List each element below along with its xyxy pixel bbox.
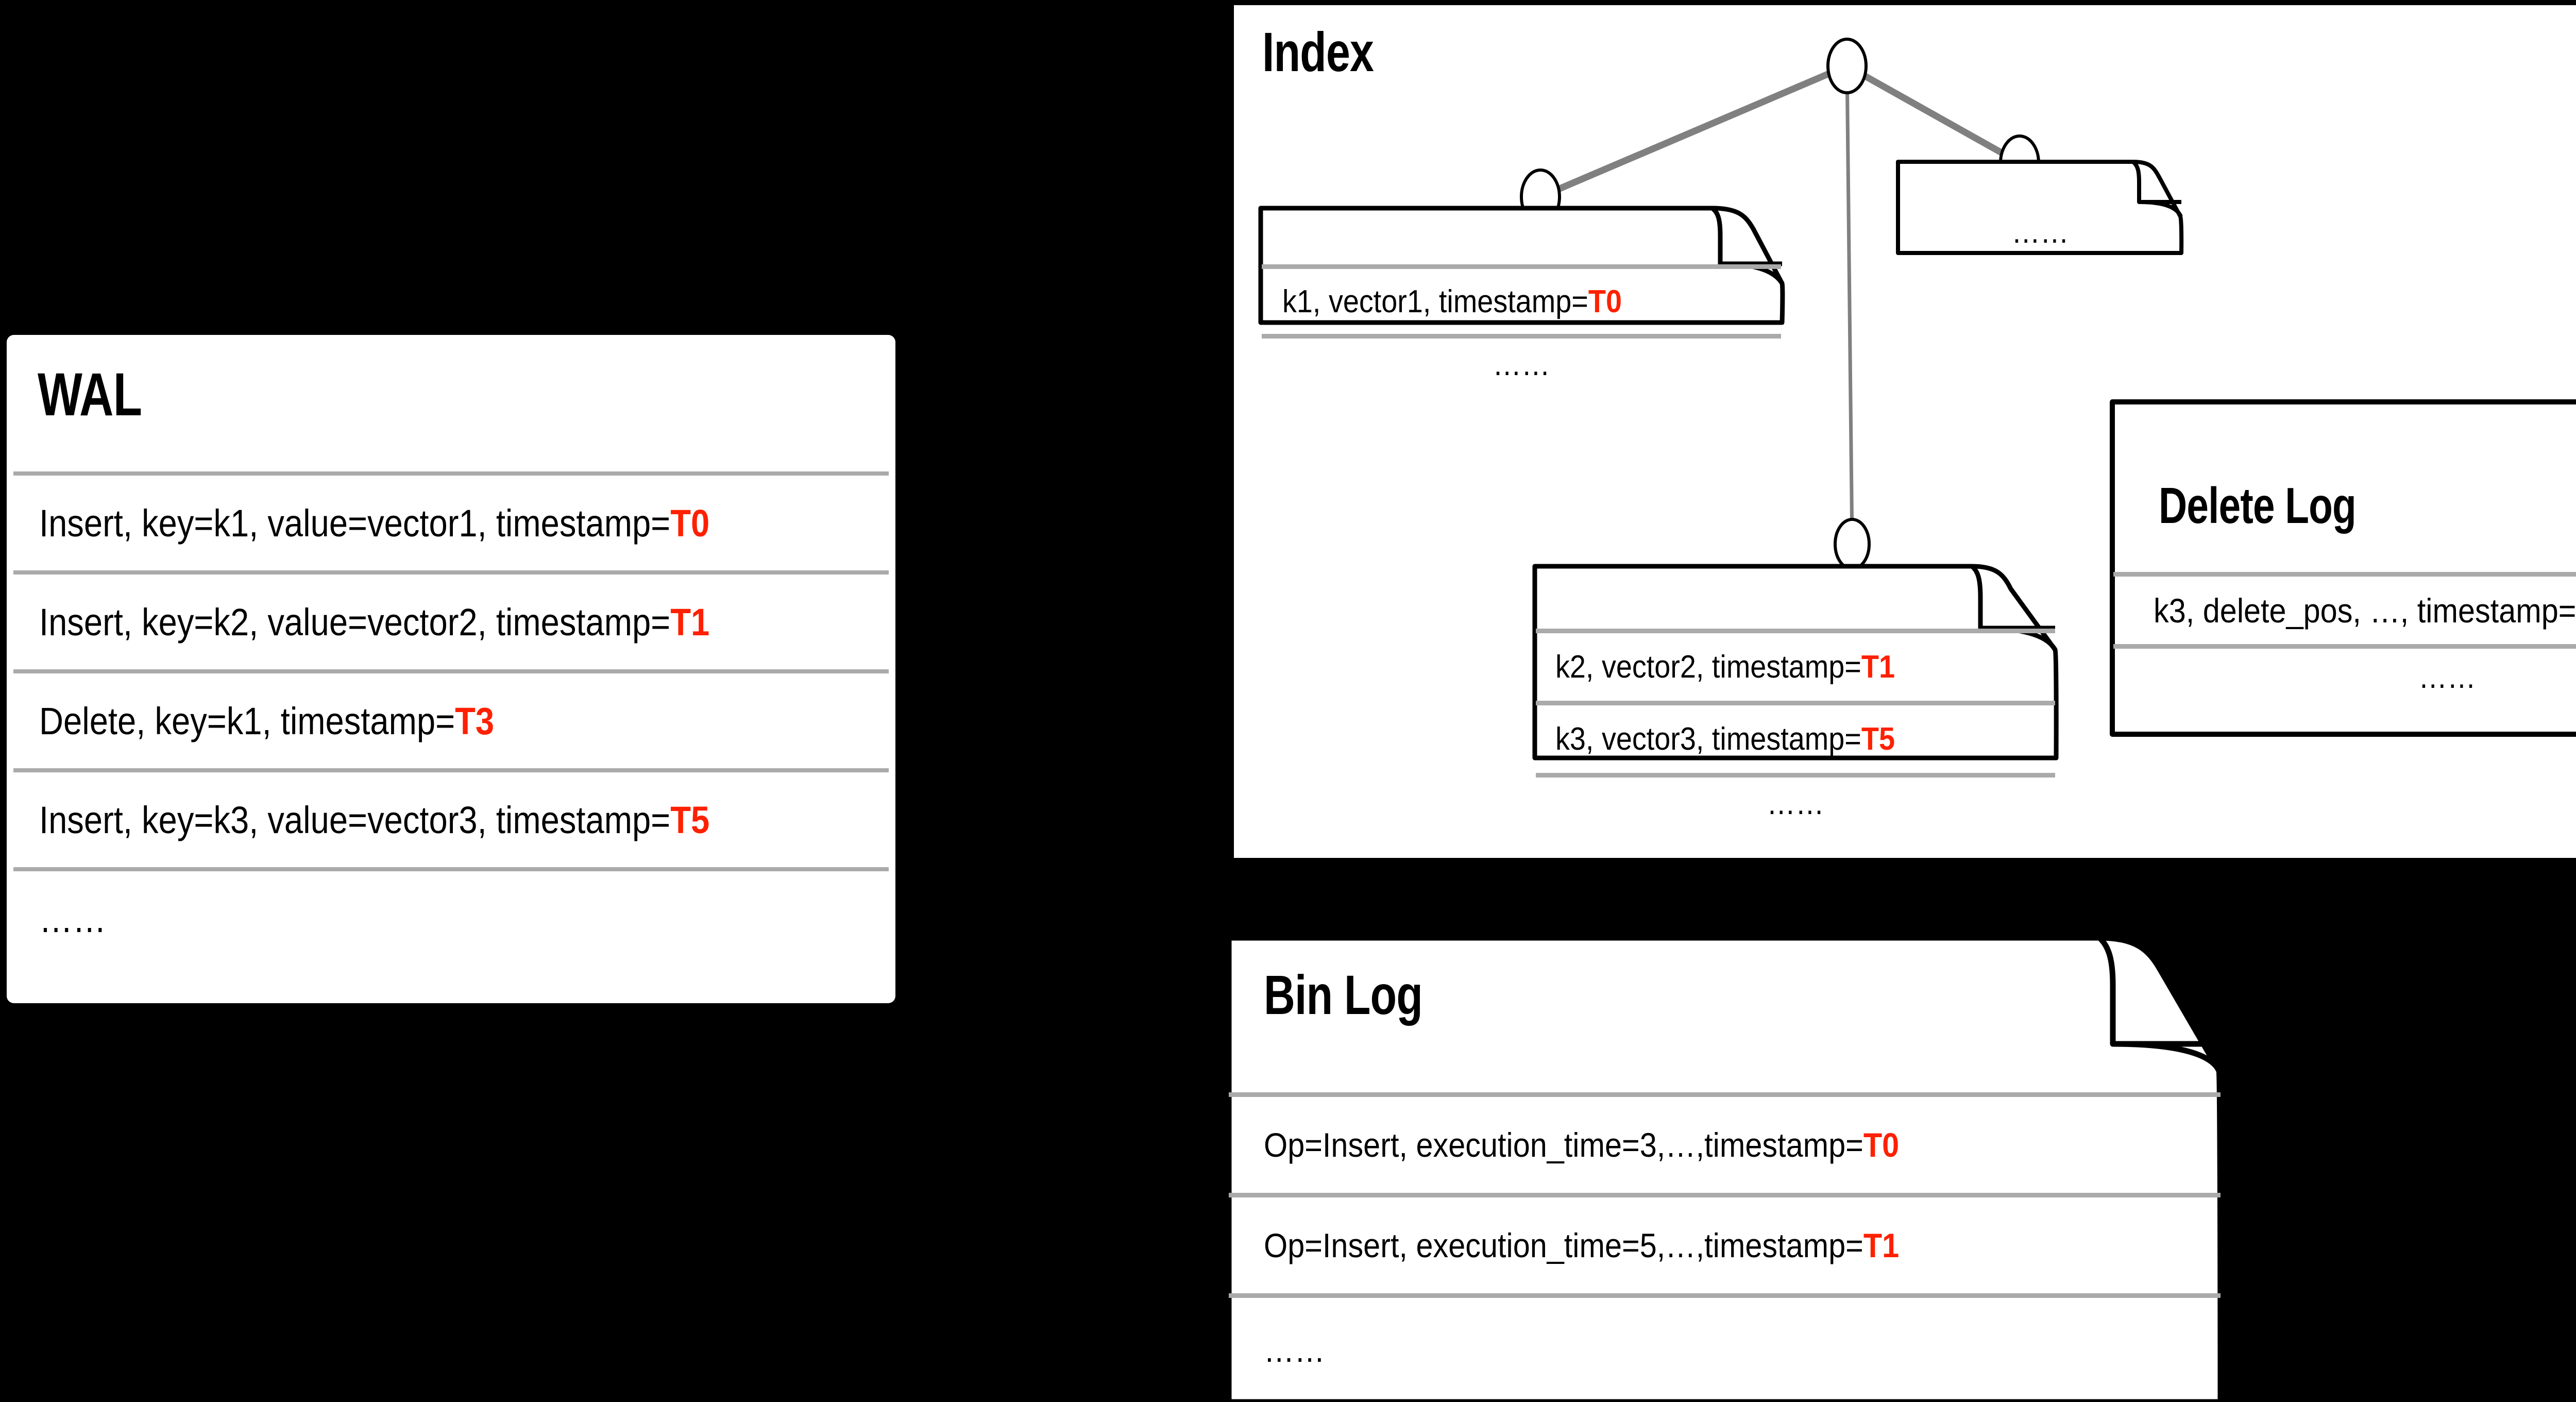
wal-row: Insert, key=k2, value=vector2, timestamp… — [13, 570, 889, 669]
wal-panel: WAL Insert, key=k1, value=vector1, times… — [7, 335, 895, 1003]
index-leaf-card-left: k1, vector1, timestamp=T0 …… — [1258, 206, 1785, 382]
index-leaf-row-text: k1, vector1, timestamp= — [1282, 283, 1588, 319]
wal-row-timestamp: T0 — [670, 501, 710, 545]
tree-node-root[interactable] — [1826, 38, 1868, 94]
delete-log-card: Delete Log k3, delete_pos, …, timestamp=… — [2110, 399, 2576, 737]
index-leaf-row-text: …… — [1767, 786, 1824, 821]
index-leaf-row: k1, vector1, timestamp=T0 — [1262, 264, 1781, 334]
tree-edge-root-left — [1539, 63, 1849, 200]
wal-row-text: …… — [39, 897, 107, 940]
index-leaf-row-text: k2, vector2, timestamp= — [1555, 649, 1861, 685]
wal-title: WAL — [38, 361, 142, 429]
bin-log-row: Op=Insert, execution_time=5,…,timestamp=… — [1229, 1193, 2221, 1293]
tree-node-child-bottom[interactable] — [1834, 518, 1871, 570]
wal-row-timestamp: T1 — [670, 600, 710, 644]
index-leaf-row-text: …… — [2011, 214, 2069, 250]
bin-log-row-text: Op=Insert, execution_time=3,…,timestamp= — [1264, 1126, 1863, 1164]
document-shape — [1532, 564, 2059, 761]
document-shape — [1226, 935, 2224, 1402]
document-shape — [1896, 160, 2184, 255]
bin-log-row-text: Op=Insert, execution_time=5,…,timestamp= — [1264, 1226, 1863, 1264]
document-shape — [2110, 399, 2576, 737]
index-leaf-row-timestamp: T5 — [1861, 721, 1895, 757]
index-title: Index — [1262, 21, 1374, 83]
index-leaf-row: k3, vector3, timestamp=T5 — [1536, 701, 2055, 773]
bin-log-title: Bin Log — [1264, 964, 1423, 1026]
bin-log-row-timestamp: T1 — [1863, 1226, 1900, 1264]
index-leaf-row-timestamp: T1 — [1861, 649, 1895, 685]
index-leaf-row-timestamp: T0 — [1588, 283, 1622, 319]
wal-row: Insert, key=k3, value=vector3, timestamp… — [13, 768, 889, 867]
index-leaf-card-right: …… — [1896, 160, 2184, 255]
delete-log-row-text: k3, delete_pos, …, timestamp= — [2154, 591, 2576, 630]
tree-edge-root-right — [1845, 63, 2022, 166]
bin-log-row: Op=Insert, execution_time=3,…,timestamp=… — [1229, 1092, 2221, 1193]
wal-row-timestamp: T3 — [455, 699, 495, 742]
index-leaf-row: …… — [1536, 773, 2055, 830]
tree-edge-root-bottom — [1845, 65, 1854, 545]
wal-row: …… — [13, 867, 889, 966]
index-panel: Index k1, vector1, timestamp=T0 …… — [1234, 5, 2576, 858]
bin-log-row-timestamp: T0 — [1863, 1126, 1900, 1164]
wal-row-timestamp: T5 — [670, 798, 710, 841]
index-leaf-row: …… — [1262, 334, 1781, 391]
bin-log-row-text: …… — [1264, 1331, 1325, 1369]
index-leaf-card-bottom: k2, vector2, timestamp=T1 k3, vector3, t… — [1532, 564, 2059, 821]
index-leaf-row-text: k3, vector3, timestamp= — [1555, 721, 1861, 757]
wal-row-text: Insert, key=k2, value=vector2, timestamp… — [39, 600, 671, 644]
index-leaf-row: k2, vector2, timestamp=T1 — [1536, 629, 2055, 701]
delete-log-row-text: …… — [2418, 660, 2476, 695]
wal-row-text: Insert, key=k1, value=vector1, timestamp… — [39, 501, 671, 545]
wal-row: Delete, key=k1, timestamp=T3 — [13, 669, 889, 768]
delete-log-row: k3, delete_pos, …, timestamp=T3 — [2113, 572, 2576, 644]
bin-log-panel: Bin Log Op=Insert, execution_time=3,…,ti… — [1226, 935, 2224, 1402]
delete-log-row: …… — [2113, 644, 2576, 706]
wal-row: Insert, key=k1, value=vector1, timestamp… — [13, 471, 889, 570]
index-leaf-row: …… — [1899, 209, 2181, 255]
index-leaf-row-text: …… — [1493, 347, 1550, 382]
delete-log-title: Delete Log — [2159, 477, 2357, 534]
wal-row-text: Insert, key=k3, value=vector3, timestamp… — [39, 798, 671, 841]
wal-row-text: Delete, key=k1, timestamp= — [39, 699, 455, 742]
bin-log-row: …… — [1229, 1293, 2221, 1402]
